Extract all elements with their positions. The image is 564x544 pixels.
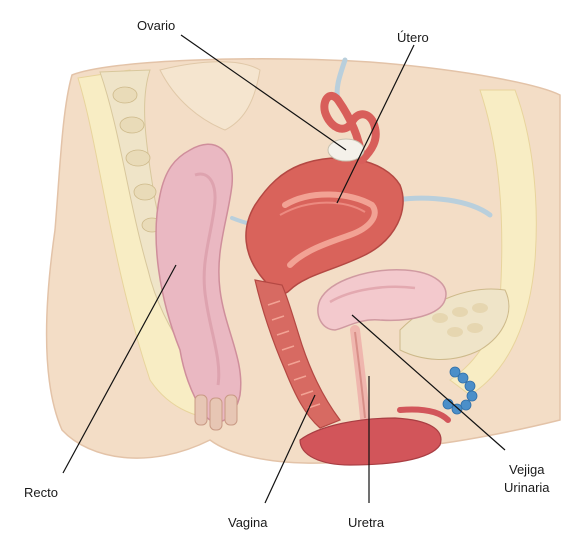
label-ovario: Ovario [137, 18, 175, 33]
label-vejiga: Vejiga [509, 462, 545, 477]
label-uretra: Uretra [348, 515, 385, 530]
label-utero: Útero [397, 30, 429, 45]
anal-canal [195, 395, 237, 430]
label-recto: Recto [24, 485, 58, 500]
label-urinaria: Urinaria [504, 480, 550, 495]
label-vagina: Vagina [228, 515, 268, 530]
